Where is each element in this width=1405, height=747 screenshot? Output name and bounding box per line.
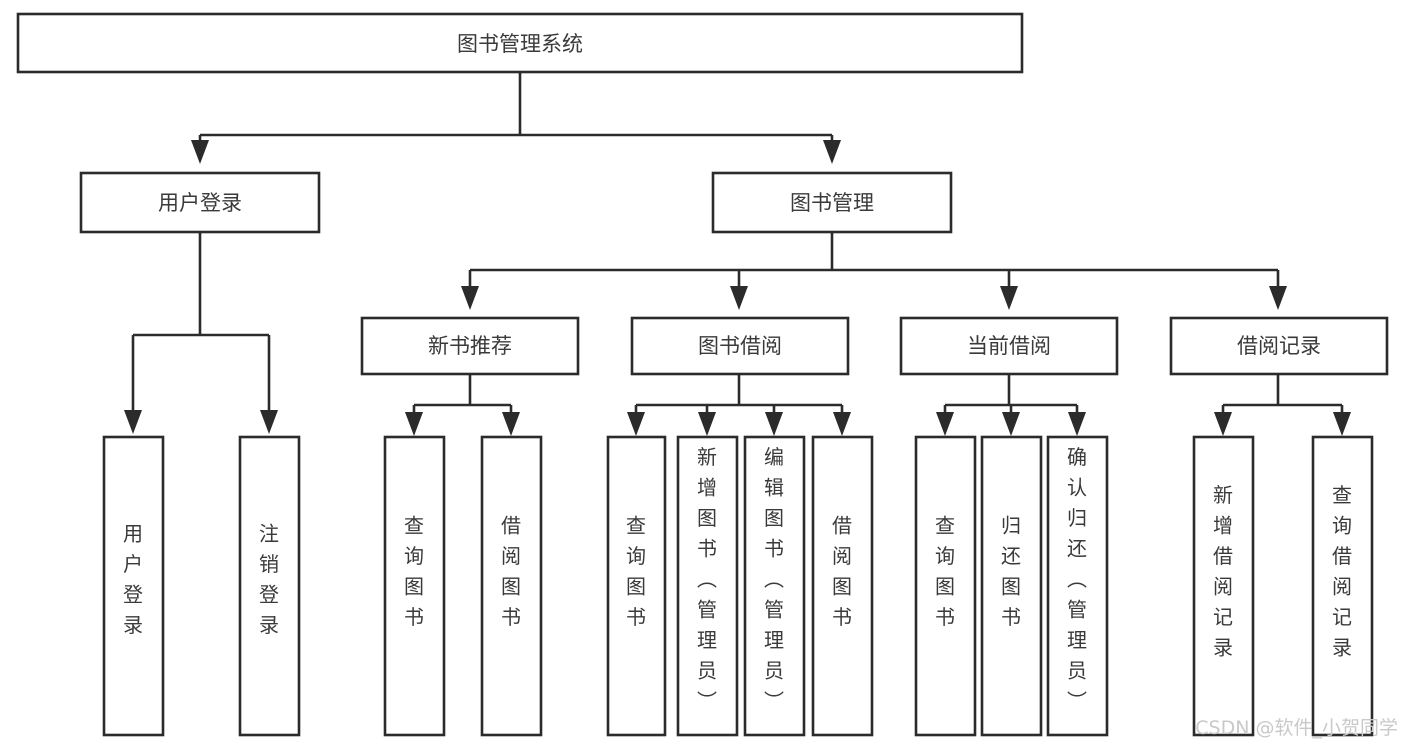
arrow-borrow-leaf2-icon [698, 412, 716, 436]
node-leaf-confirm-return-rect[interactable] [1046, 435, 1109, 737]
node-leaf-edit-book[interactable]: 编辑图书︵管理员︶ [743, 435, 806, 737]
arrow-borrow-leaf3-icon [765, 412, 783, 436]
node-leaf-user-login[interactable]: 用户登录 [102, 435, 165, 737]
node-leaf-borrow-book-1-rect[interactable] [480, 435, 543, 737]
node-user-login[interactable]: 用户登录 [79, 171, 321, 234]
node-leaf-borrow-book-2-label: 借阅图书 [832, 513, 852, 629]
arrow-userlogin-leaf2-icon [260, 410, 278, 434]
node-leaf-query-book-2-label: 查询图书 [626, 513, 646, 629]
arrow-root-to-bookmanage-icon [823, 140, 841, 164]
arrow-borrow-leaf1-icon [627, 412, 645, 436]
node-book-borrow[interactable]: 图书借阅 [630, 316, 850, 376]
node-leaf-edit-book-rect[interactable] [743, 435, 806, 737]
node-new-book-rec[interactable]: 新书推荐 [360, 316, 580, 376]
node-leaf-query-record-label: 查询借阅记录 [1332, 483, 1352, 660]
arrow-current-leaf2-icon [1002, 412, 1020, 436]
node-book-borrow-label: 图书借阅 [698, 334, 782, 358]
node-root[interactable]: 图书管理系统 [16, 12, 1024, 74]
node-borrow-record-label: 借阅记录 [1237, 334, 1321, 358]
node-leaf-borrow-book-1[interactable]: 借阅图书 [480, 435, 543, 737]
node-user-login-label: 用户登录 [158, 191, 242, 215]
node-leaf-query-book-1-label: 查询图书 [404, 513, 424, 629]
arrow-root-to-userlogin-icon [191, 140, 209, 164]
node-leaf-query-book-2[interactable]: 查询图书 [606, 435, 667, 737]
node-leaf-add-book-label: 新增图书︵管理员︶ [697, 445, 717, 713]
connector-layer [124, 72, 1351, 436]
node-leaf-add-record-label: 新增借阅记录 [1213, 483, 1233, 660]
node-book-manage-label: 图书管理 [790, 191, 874, 215]
arrow-borrow-leaf4-icon [833, 412, 851, 436]
node-leaf-query-book-3[interactable]: 查询图书 [914, 435, 977, 737]
node-user-login-rect[interactable] [79, 171, 321, 234]
node-borrow-record-rect[interactable] [1169, 316, 1389, 376]
node-leaf-confirm-return[interactable]: 确认归还︵管理员︶ [1046, 435, 1109, 737]
arrow-bm-to-borrow-icon [730, 286, 748, 310]
node-root-rect[interactable] [16, 12, 1024, 74]
arrow-bm-to-newbook-icon [461, 286, 479, 310]
node-borrow-record[interactable]: 借阅记录 [1169, 316, 1389, 376]
node-leaf-return-book[interactable]: 归还图书 [980, 435, 1043, 737]
node-leaf-borrow-book-2[interactable]: 借阅图书 [811, 435, 874, 737]
node-new-book-rec-rect[interactable] [360, 316, 580, 376]
arrow-newbook-leaf1-icon [405, 412, 423, 436]
node-leaf-return-book-rect[interactable] [980, 435, 1043, 737]
node-leaf-logout[interactable]: 注销登录 [238, 435, 301, 737]
node-current-borrow-rect[interactable] [899, 316, 1119, 376]
node-book-manage-rect[interactable] [711, 171, 953, 234]
arrow-current-leaf1-icon [936, 412, 954, 436]
node-leaf-add-record[interactable]: 新增借阅记录 [1192, 435, 1255, 737]
node-leaf-edit-book-label: 编辑图书︵管理员︶ [764, 445, 784, 713]
arrow-bm-to-current-icon [1000, 286, 1018, 310]
arrow-current-leaf3-icon [1068, 412, 1086, 436]
node-new-book-rec-label: 新书推荐 [428, 334, 512, 358]
node-leaf-logout-label: 注销登录 [259, 521, 279, 637]
arrow-bm-to-record-icon [1269, 286, 1287, 310]
csdn-watermark: CSDN @软件_小贺同学 [1195, 717, 1398, 739]
node-leaf-add-book-rect[interactable] [676, 435, 739, 737]
node-leaf-user-login-rect[interactable] [102, 435, 165, 737]
arrow-newbook-leaf2-icon [502, 412, 520, 436]
node-leaf-add-record-rect[interactable] [1192, 435, 1255, 737]
node-leaf-query-record-rect[interactable] [1311, 435, 1374, 737]
node-leaf-logout-rect[interactable] [238, 435, 301, 737]
node-leaf-query-book-1-rect[interactable] [383, 435, 446, 737]
node-leaf-query-book-3-rect[interactable] [914, 435, 977, 737]
node-leaf-query-record[interactable]: 查询借阅记录 [1311, 435, 1374, 737]
node-book-manage[interactable]: 图书管理 [711, 171, 953, 234]
node-current-borrow-label: 当前借阅 [967, 334, 1051, 358]
node-leaf-query-book-1[interactable]: 查询图书 [383, 435, 446, 737]
node-leaf-query-book-2-rect[interactable] [606, 435, 667, 737]
node-leaf-confirm-return-label: 确认归还︵管理员︶ [1067, 445, 1087, 713]
node-leaf-return-book-label: 归还图书 [1001, 513, 1021, 629]
arrow-record-leaf1-icon [1214, 412, 1232, 436]
arrow-userlogin-leaf1-icon [124, 410, 142, 434]
node-leaf-borrow-book-1-label: 借阅图书 [501, 513, 521, 629]
node-book-borrow-rect[interactable] [630, 316, 850, 376]
node-leaf-borrow-book-2-rect[interactable] [811, 435, 874, 737]
node-root-label: 图书管理系统 [457, 32, 583, 56]
node-leaf-user-login-label: 用户登录 [123, 521, 143, 637]
node-current-borrow[interactable]: 当前借阅 [899, 316, 1119, 376]
node-leaf-query-book-3-label: 查询图书 [935, 513, 955, 629]
arrow-record-leaf2-icon [1333, 412, 1351, 436]
node-leaf-add-book[interactable]: 新增图书︵管理员︶ [676, 435, 739, 737]
